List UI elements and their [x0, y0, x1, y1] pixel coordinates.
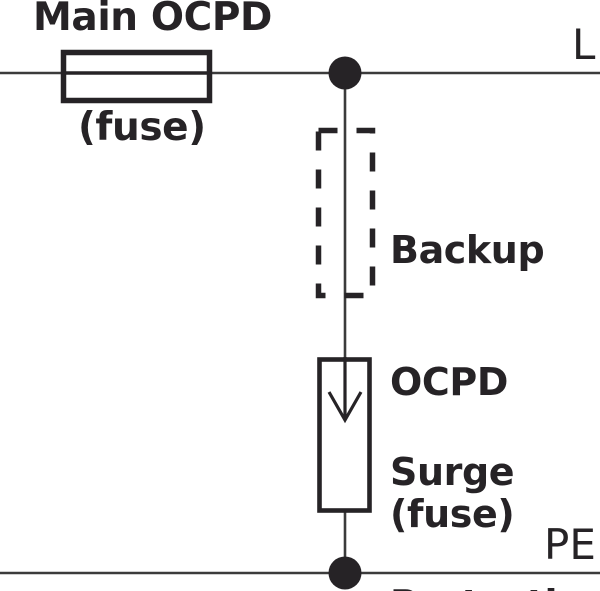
spd-down-arrow-icon: [327, 357, 363, 424]
junction-dot-top: [328, 56, 362, 90]
backup-ocpd-label: Backup OCPD (fuse): [390, 140, 545, 591]
junction-dot-bottom: [328, 556, 362, 590]
line-conductor-rail-label: L: [572, 20, 596, 69]
backup-ocpd-fuse-symbol: [315, 127, 376, 299]
surge-protection-device-label: Surge Protection Device: [390, 362, 600, 591]
backup-ocpd-label-line3: (fuse): [390, 492, 515, 536]
spd-label-line2: Protection: [390, 582, 600, 591]
main-ocpd-sublabel: (fuse): [78, 105, 206, 150]
backup-ocpd-label-line1: Backup: [390, 228, 545, 272]
protective-earth-rail-label: PE: [544, 520, 596, 569]
spd-label-line1: Surge: [390, 450, 515, 494]
backup-ocpd-label-line2: OCPD: [390, 360, 508, 404]
main-ocpd-label: Main OCPD: [33, 0, 272, 40]
main-ocpd-fuse-symbol: [60, 49, 213, 104]
